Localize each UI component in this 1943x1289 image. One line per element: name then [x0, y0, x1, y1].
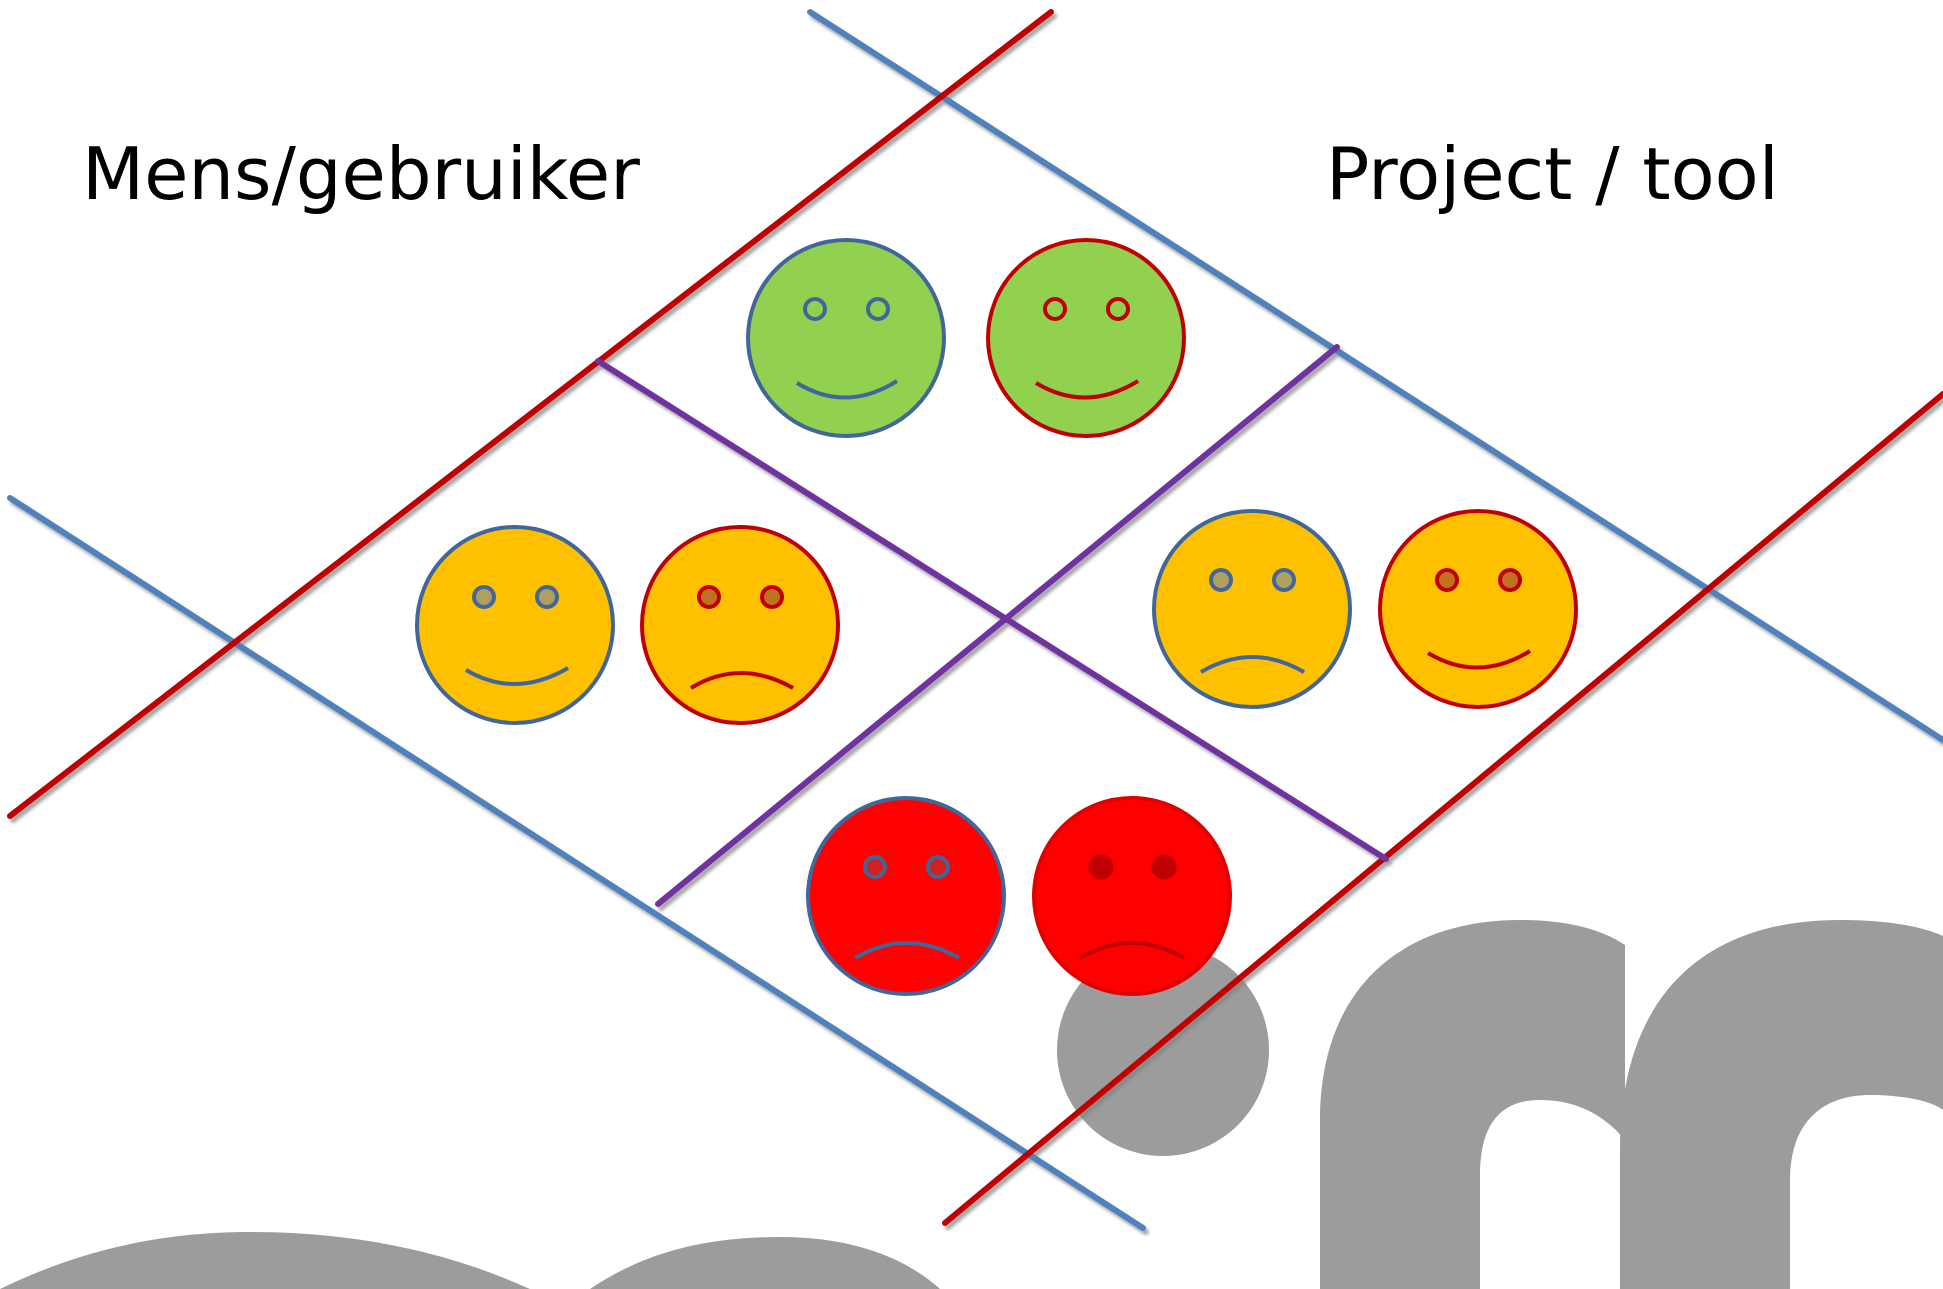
face-right-project-happy	[1378, 509, 1578, 709]
face-left-mens-happy	[415, 525, 615, 725]
purple-line-mens	[595, 358, 1389, 862]
mens-gebruiker-label: Mens/gebruiker	[82, 132, 640, 216]
face-right-mens-sad	[1152, 509, 1352, 709]
face-bottom-mens-sad	[806, 796, 1006, 996]
face-bottom-project-sad	[1032, 796, 1232, 996]
diamond-grid	[7, 9, 1943, 1231]
red-line-right	[942, 391, 1943, 1226]
faces-group	[415, 238, 1578, 996]
face-top-mens-happy	[746, 238, 946, 438]
purple-line-project	[655, 344, 1340, 907]
project-tool-label: Project / tool	[1326, 132, 1779, 216]
blue-line-bottom	[7, 495, 1146, 1231]
blue-line-top	[807, 9, 1943, 743]
face-left-project-sad	[640, 525, 840, 725]
face-top-project-happy	[986, 238, 1186, 438]
watermark-logo	[0, 920, 1943, 1289]
red-line-left	[7, 9, 1054, 819]
